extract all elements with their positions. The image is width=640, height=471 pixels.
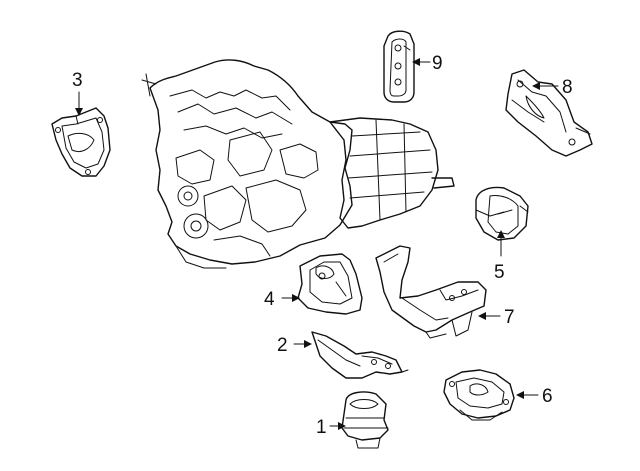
arrow-4 — [292, 294, 300, 302]
callout-9: 9 — [432, 53, 443, 74]
part-6-engine-mount — [443, 369, 515, 421]
part-3-mount-bracket — [51, 107, 111, 177]
arrow-6 — [516, 391, 524, 399]
callout-4: 4 — [264, 289, 275, 310]
part-1-engine-mount — [341, 391, 389, 449]
part-7-crossmember — [375, 245, 487, 339]
part-4-mount-bracket — [297, 253, 363, 315]
arrow-8 — [532, 82, 540, 90]
callout-2: 2 — [277, 335, 288, 356]
part-9-mount-bracket — [383, 30, 415, 103]
callout-leaders — [75, 58, 559, 430]
callout-6: 6 — [542, 386, 553, 407]
part-2-mount-bracket — [311, 331, 409, 379]
callout-3: 3 — [72, 70, 83, 91]
arrow-3 — [75, 108, 83, 116]
callout-labels: 9 8 3 5 4 7 2 6 1 — [72, 53, 573, 438]
part-5-transmission-mount — [475, 186, 529, 241]
arrow-1 — [338, 422, 346, 430]
callout-8: 8 — [562, 77, 573, 98]
arrow-7 — [478, 312, 486, 320]
callout-1: 1 — [316, 417, 327, 438]
engine-transmission-assembly — [141, 59, 455, 269]
callout-5: 5 — [494, 262, 505, 283]
part-8-mount-bracket — [505, 69, 593, 157]
arrow-9 — [412, 58, 420, 66]
arrow-5 — [497, 230, 505, 238]
arrow-2 — [304, 340, 312, 348]
callout-7: 7 — [504, 307, 515, 328]
